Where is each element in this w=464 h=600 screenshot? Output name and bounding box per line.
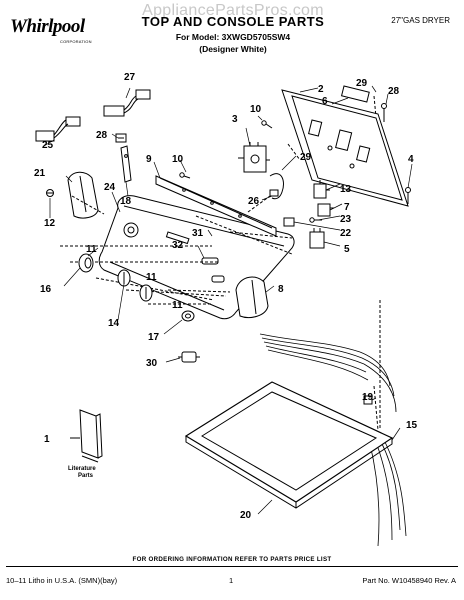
knob-17: [181, 310, 195, 322]
callout-20: 20: [240, 510, 252, 521]
product-type: 27"GAS DRYER: [391, 16, 450, 25]
brand-logo: Whirlpool CORPORATION: [6, 12, 91, 44]
model-number: For Model: 3XWGD5705SW4: [175, 32, 291, 42]
wire-connector-25: [35, 116, 81, 142]
callout-26: 26: [248, 196, 260, 207]
brand-sub: CORPORATION: [60, 39, 92, 44]
callout-17: 17: [148, 332, 160, 343]
callout-21: 21: [34, 168, 46, 179]
callout-31: 31: [192, 228, 204, 239]
mount-bracket-6: [340, 85, 370, 103]
callout-12: 12: [44, 218, 56, 229]
callout-11-top: 11: [86, 244, 97, 255]
part-number: Part No. W10458940 Rev. A: [362, 576, 456, 585]
callout-22: 22: [340, 228, 352, 239]
part-18-bracket: [120, 145, 132, 183]
model-variant: (Designer White): [199, 44, 267, 54]
callout-19: 19: [362, 392, 374, 403]
timer-switch: [238, 142, 270, 173]
page-title: TOP AND CONSOLE PARTS: [141, 14, 325, 29]
callout-1: 1: [44, 434, 50, 445]
switch-7: [317, 203, 334, 217]
callout-10-left: 10: [172, 154, 184, 165]
callout-5: 5: [344, 244, 350, 255]
page-number: 1: [229, 576, 234, 585]
callout-29-top: 29: [356, 78, 368, 89]
rear-console-panel: [281, 89, 409, 207]
literature-label-1: Literature: [68, 466, 96, 472]
callout-13: 13: [340, 184, 352, 195]
end-cap-right: [235, 276, 269, 319]
callout-15: 15: [406, 420, 418, 431]
end-cap-left: [67, 171, 99, 219]
callout-2: 2: [318, 84, 324, 95]
litho-info: 10–11 Litho in U.S.A. (SMN)(bay): [6, 576, 118, 585]
callout-18: 18: [120, 196, 132, 207]
callout-27: 27: [124, 72, 136, 83]
switch-13: [313, 180, 330, 199]
literature-booklet: [79, 409, 103, 463]
callout-8: 8: [278, 284, 284, 295]
watermark: AppliancePartsPros.com: [142, 2, 324, 19]
callout-7: 7: [344, 202, 350, 213]
callout-6: 6: [322, 96, 328, 107]
callout-9: 9: [146, 154, 152, 165]
brand-name: Whirlpool: [10, 16, 85, 37]
screw-10: [179, 120, 273, 179]
harness-26: [269, 173, 284, 200]
callout-28-right: 28: [388, 86, 400, 97]
clip-22: [283, 217, 295, 227]
callout-29-mid: 29: [300, 152, 312, 163]
callout-24: 24: [104, 182, 116, 193]
screw-23: [309, 217, 322, 223]
knob-16: [78, 253, 94, 273]
part-28-clip: [115, 133, 127, 143]
callout-23: 23: [340, 214, 352, 225]
callout-4: 4: [408, 154, 414, 165]
screw-12: [46, 189, 54, 197]
callout-16: 16: [40, 284, 52, 295]
callout-25: 25: [42, 140, 54, 151]
callout-14: 14: [108, 318, 120, 329]
top-panel: [184, 381, 394, 509]
part-30: [178, 351, 200, 363]
callout-30: 30: [146, 358, 158, 369]
ordering-info: FOR ORDERING INFORMATION REFER TO PARTS …: [132, 556, 332, 563]
literature-label-2: Parts: [78, 473, 94, 479]
callout-11-low: 11: [172, 300, 183, 311]
console-rail: [155, 175, 277, 237]
callout-10-top: 10: [250, 104, 262, 115]
leader-lines: [43, 85, 413, 515]
switch-5: [309, 228, 325, 249]
callout-28-left: 28: [96, 130, 108, 141]
footer-divider: [6, 566, 458, 567]
callout-11-mid: 11: [146, 272, 157, 283]
callout-3: 3: [232, 114, 238, 125]
wire-connector-27: [103, 89, 151, 117]
callout-32: 32: [172, 240, 184, 251]
screw-28-right: [381, 103, 387, 122]
